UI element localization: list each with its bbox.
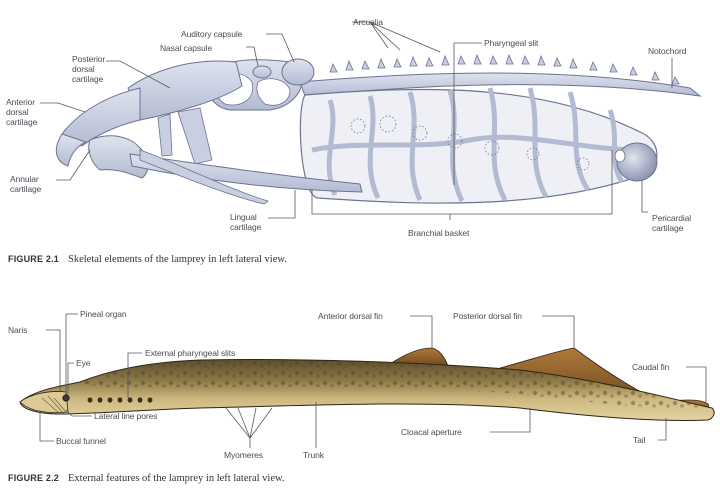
eye-icon [62,394,70,402]
label-myomeres: Myomeres [224,450,263,460]
figure2-number: FIGURE 2.2 [8,473,60,483]
label-naris: Naris [8,325,28,335]
figure2-caption-text: External features of the lamprey in left… [68,473,285,484]
buccal-funnel [19,391,69,414]
figure-external-features: Naris Pineal organ Eye External pharynge… [0,290,720,503]
label-buccal-funnel: Buccal funnel [56,436,106,446]
nasal-capsule [252,65,272,79]
figure2-caption: FIGURE 2.2 External features of the lampr… [8,473,285,484]
auditory-capsule [281,58,315,86]
figure2-leader-lines [39,313,707,448]
posterior-dorsal-cartilage [127,60,243,121]
label-external-pharyngeal-slits: External pharyngeal slits [145,348,236,358]
label-anterior-dorsal-cartilage: Anterior dorsal cartilage [6,97,38,127]
label-annular-cartilage: Annular cartilage [10,174,42,194]
label-lingual-cartilage: Lingual cartilage [230,212,262,232]
label-trunk: Trunk [303,450,324,460]
lamprey-skeleton-illustration [40,21,702,220]
figure1-caption-text: Skeletal elements of the lamprey in left… [68,254,287,265]
label-pineal-organ: Pineal organ [80,309,127,319]
label-nasal-capsule: Nasal capsule [160,43,213,53]
label-tail: Tail [633,435,646,445]
arcualia-elements [329,53,680,85]
label-cloacal-aperture: Cloacal aperture [401,427,462,437]
annular-cartilage [88,135,149,179]
label-arcualia: Arcualia [353,17,383,27]
pericardial-cartilage [616,142,658,182]
pharyngeal-openings [350,115,590,171]
label-branchial-basket: Branchial basket [408,228,470,238]
branchial-lattice [311,87,641,203]
label-auditory-capsule: Auditory capsule [181,29,243,39]
lamprey-external-illustration [19,313,715,448]
label-eye: Eye [76,358,91,368]
label-lateral-line-pores: Lateral line pores [94,411,158,421]
label-posterior-dorsal-cartilage: Posterior dorsal cartilage [72,54,106,84]
label-pharyngeal-slit: Pharyngeal slit [484,38,539,48]
anterior-dorsal-fin [388,347,449,367]
figure1-number: FIGURE 2.1 [8,254,60,264]
label-caudal-fin: Caudal fin [632,362,670,372]
figure1-caption: FIGURE 2.1 Skeletal elements of the lampr… [8,254,287,265]
label-pericardial-cartilage: Pericardial cartilage [652,213,692,233]
external-pharyngeal-slits [87,397,153,403]
figure-skeletal-elements: Arcualia Auditory capsule Nasal capsule … [6,17,702,265]
label-anterior-dorsal-fin: Anterior dorsal fin [318,311,383,321]
figure1-leader-lines [40,21,673,220]
label-posterior-dorsal-fin: Posterior dorsal fin [453,311,522,321]
label-notochord: Notochord [648,46,687,56]
